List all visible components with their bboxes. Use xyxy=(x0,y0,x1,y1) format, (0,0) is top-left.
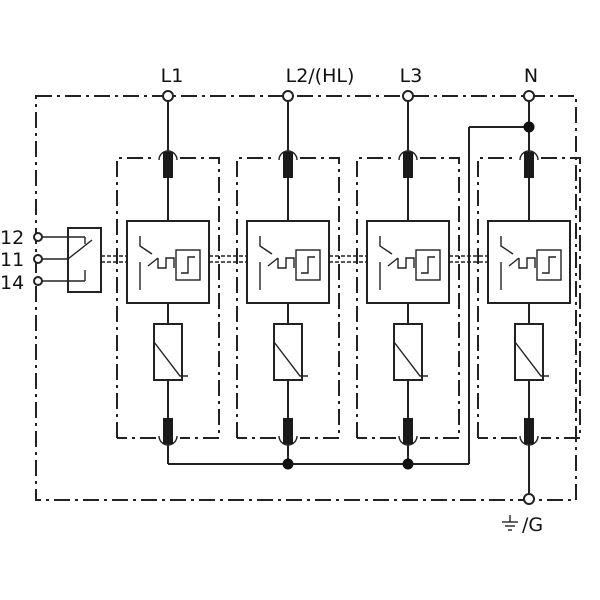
plug-contact-bottom xyxy=(398,435,418,446)
ground-label: /G xyxy=(522,514,543,536)
module-n xyxy=(477,96,581,464)
disconnector-switch-symbol xyxy=(500,236,536,290)
terminal-label-l3: L3 xyxy=(400,65,423,87)
plug-contact-top xyxy=(278,150,298,161)
varistor-curve xyxy=(393,341,428,377)
status-indicator-step xyxy=(301,256,315,274)
contact-label-14: 14 xyxy=(0,272,24,294)
varistor-body xyxy=(393,323,423,381)
status-indicator-box xyxy=(536,249,562,281)
fuse-bottom xyxy=(524,418,534,444)
terminal-n xyxy=(523,90,535,102)
plug-contact-top xyxy=(519,150,539,161)
contact-label-12: 12 xyxy=(0,227,24,249)
varistor-curve xyxy=(514,341,549,377)
terminal-label-l2: L2/(HL) xyxy=(286,65,355,87)
status-indicator-step xyxy=(421,256,435,274)
terminal-l1 xyxy=(162,90,174,102)
status-indicator-step xyxy=(542,256,556,274)
fuse-top xyxy=(283,152,293,178)
enclosure-outline xyxy=(35,95,577,501)
contact-label-11: 11 xyxy=(0,249,24,271)
protection-modules xyxy=(116,96,581,464)
module-l3 xyxy=(356,96,488,464)
plug-contact-bottom xyxy=(278,435,298,446)
varistor-curve xyxy=(153,341,188,377)
module-housing xyxy=(356,157,460,439)
status-indicator-box xyxy=(175,249,201,281)
pe-bus xyxy=(168,126,530,499)
status-indicator-box xyxy=(415,249,441,281)
varistor-body xyxy=(514,323,544,381)
remote-signal-switch xyxy=(41,227,128,293)
fuse-bottom xyxy=(403,418,413,444)
status-indicator-step xyxy=(181,256,195,274)
plug-contact-bottom xyxy=(158,435,178,446)
junction-dot-l2-bus xyxy=(282,458,294,470)
contact-terminal-11 xyxy=(33,254,43,264)
module-housing xyxy=(477,157,581,439)
terminal-l2 xyxy=(282,90,294,102)
junction-dot-l3-bus xyxy=(402,458,414,470)
terminal-ground xyxy=(523,493,535,505)
varistor-curve xyxy=(273,341,308,377)
varistor-body xyxy=(153,323,183,381)
module-l2 xyxy=(236,96,367,464)
fuse-top xyxy=(163,152,173,178)
terminal-label-l1: L1 xyxy=(161,65,184,87)
disconnector-switch-symbol xyxy=(379,236,415,290)
disconnector-switch-symbol xyxy=(139,236,175,290)
plug-contact-top xyxy=(398,150,418,161)
terminal-l3 xyxy=(402,90,414,102)
disconnector-switch-symbol xyxy=(259,236,295,290)
ground-icon xyxy=(502,515,518,531)
contact-terminal-12 xyxy=(33,232,43,242)
ground-terminal-label: /G xyxy=(502,514,543,536)
fuse-top xyxy=(403,152,413,178)
terminal-label-n: N xyxy=(524,65,538,87)
module-housing xyxy=(116,157,220,439)
fuse-bottom xyxy=(163,418,173,444)
fuse-bottom xyxy=(283,418,293,444)
contact-terminal-14 xyxy=(33,276,43,286)
module-housing xyxy=(236,157,340,439)
status-indicator-box xyxy=(295,249,321,281)
fuse-top xyxy=(524,152,534,178)
junction-dot-neutral xyxy=(523,121,535,133)
module-l1 xyxy=(116,96,247,464)
plug-contact-top xyxy=(158,150,178,161)
plug-contact-bottom xyxy=(519,435,539,446)
varistor-body xyxy=(273,323,303,381)
